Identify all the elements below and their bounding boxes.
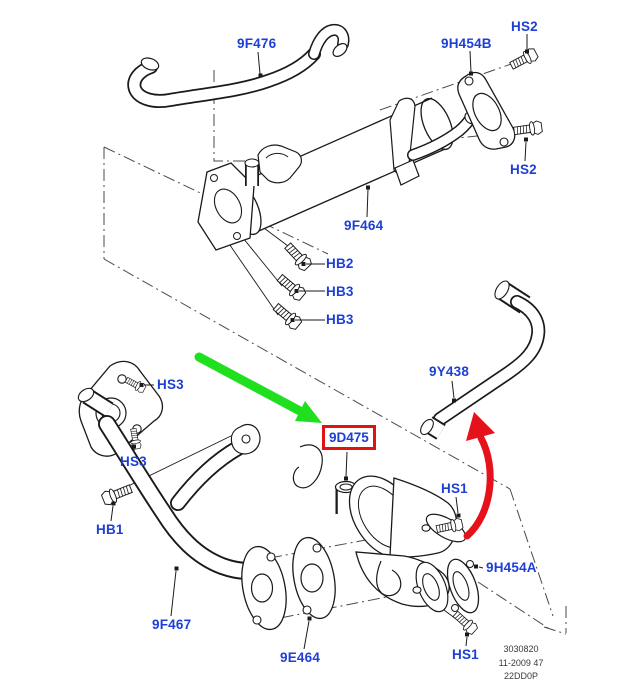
- callout-hb2[interactable]: HB2: [326, 256, 354, 271]
- callout-hb1[interactable]: HB1: [96, 522, 124, 537]
- callout-9f476[interactable]: 9F476: [237, 36, 277, 51]
- callout-hs3-top[interactable]: HS3: [157, 377, 184, 392]
- callout-9f467[interactable]: 9F467: [152, 617, 192, 632]
- callout-9f464[interactable]: 9F464: [344, 218, 384, 233]
- part-egr-hose-lower-9y438: [420, 280, 546, 440]
- bolt-hs1-bottom: [450, 608, 480, 637]
- part-egr-hose-upper: [127, 23, 350, 108]
- callout-hs1-top[interactable]: HS1: [441, 481, 468, 496]
- bolt-hs2-bottom: [512, 119, 544, 139]
- part-cooler-gasket-9h454b: [457, 71, 516, 150]
- bolt-hs2-top: [507, 46, 540, 73]
- callout-hs1-bottom[interactable]: HS1: [452, 647, 479, 662]
- callout-9h454b[interactable]: 9H454B: [441, 36, 492, 51]
- part-valve-gasket-9e464: [292, 536, 336, 620]
- bolt-hb3-1: [274, 271, 308, 303]
- callout-hb3-1[interactable]: HB3: [326, 284, 354, 299]
- part-valve-gasket-9h454a: [446, 558, 480, 614]
- callout-9y438[interactable]: 9Y438: [429, 364, 470, 379]
- callout-hb3-2[interactable]: HB3: [326, 312, 354, 327]
- bolt-hb1: [100, 481, 134, 507]
- red-arrow: [463, 412, 495, 540]
- callout-hs2-bottom[interactable]: HS2: [510, 162, 537, 177]
- callout-9h454a[interactable]: 9H454A: [486, 560, 537, 575]
- callout-hs2-top[interactable]: HS2: [511, 19, 538, 34]
- callout-hs3-bottom[interactable]: HS3: [120, 454, 147, 469]
- part-egr-valve-9d475: [334, 475, 467, 613]
- callout-9d475-highlighted[interactable]: 9D475: [322, 425, 376, 450]
- bolt-hb3-2: [270, 300, 304, 332]
- part-egr-cooler: [197, 97, 476, 251]
- green-arrow: [194, 352, 322, 423]
- footer-sheet-code: 22DD0P: [503, 671, 539, 681]
- callout-9e464[interactable]: 9E464: [280, 650, 321, 665]
- callout-leaders: [110, 34, 529, 650]
- sheet-footer: 3030820 11-2009 47 22DD0P: [478, 643, 564, 684]
- footer-date-code: 11-2009 47: [498, 657, 544, 668]
- footer-build-number: 3030820: [503, 644, 539, 654]
